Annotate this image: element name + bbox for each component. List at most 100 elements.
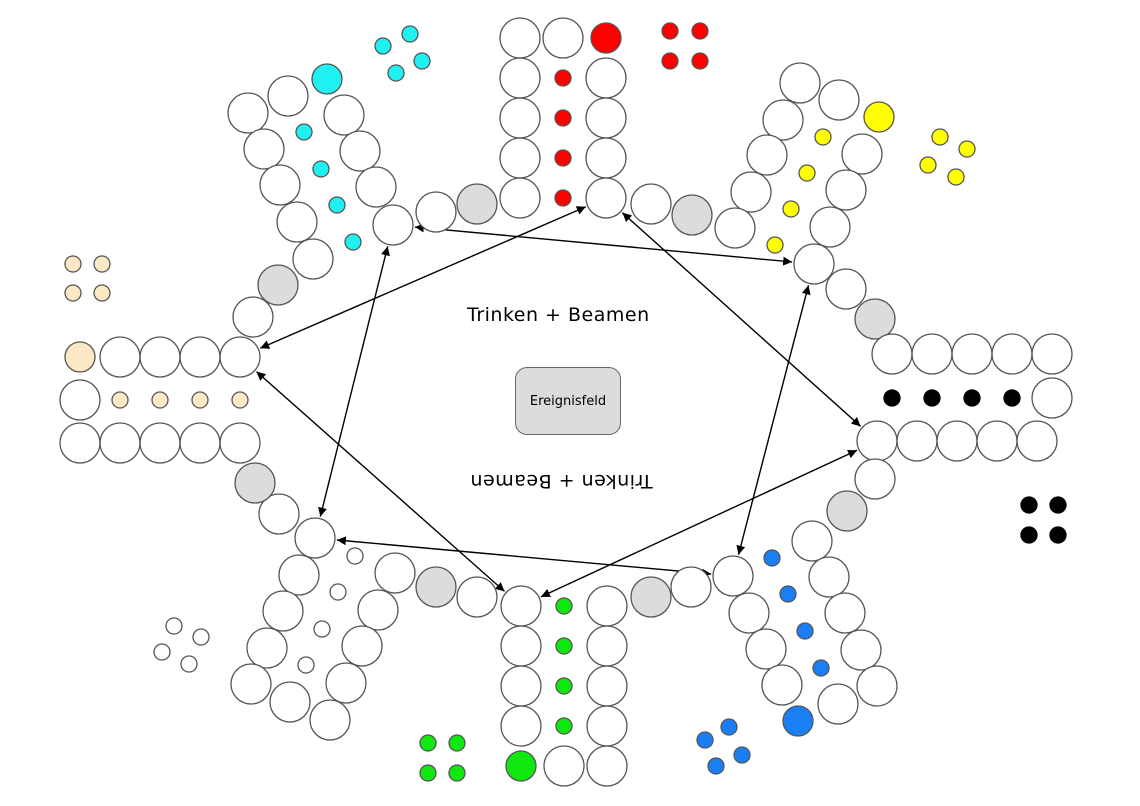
track-field[interactable]: [341, 625, 383, 667]
black-home-piece[interactable]: [923, 389, 941, 407]
event-field[interactable]: Ereignisfeld: [515, 367, 621, 435]
track-field[interactable]: [854, 458, 896, 500]
track-field[interactable]: [856, 420, 898, 462]
track-field[interactable]: [714, 207, 756, 249]
track-field[interactable]: [1031, 377, 1073, 419]
track-field[interactable]: [59, 422, 101, 464]
cyan-home-piece[interactable]: [344, 233, 362, 251]
black-home-piece[interactable]: [1003, 389, 1021, 407]
track-field[interactable]: [586, 625, 628, 667]
track-field[interactable]: [500, 705, 542, 747]
yellow-start-piece[interactable]: [947, 168, 965, 186]
black-home-piece[interactable]: [883, 389, 901, 407]
green-home-piece[interactable]: [555, 597, 573, 615]
track-field[interactable]: [499, 177, 541, 219]
track-field[interactable]: [586, 705, 628, 747]
track-field[interactable]: [99, 336, 141, 378]
cyan-start-piece[interactable]: [401, 25, 419, 43]
red-start-piece[interactable]: [661, 52, 679, 70]
track-field[interactable]: [793, 243, 835, 285]
red-home-piece[interactable]: [554, 109, 572, 127]
cyan-start-piece[interactable]: [413, 52, 431, 70]
cyan-home-piece[interactable]: [312, 160, 330, 178]
green-home-piece[interactable]: [555, 677, 573, 695]
track-field[interactable]: [499, 97, 541, 139]
blue-home-piece[interactable]: [796, 622, 814, 640]
track-field[interactable]: [779, 62, 821, 104]
yellow-start-piece[interactable]: [931, 128, 949, 146]
track-field[interactable]: [585, 97, 627, 139]
track-field[interactable]: [542, 17, 584, 59]
special-field[interactable]: [826, 490, 868, 532]
track-field[interactable]: [825, 268, 867, 310]
track-field[interactable]: [276, 201, 318, 243]
blue-start-piece[interactable]: [720, 718, 738, 736]
white-home-piece[interactable]: [346, 547, 364, 565]
track-field[interactable]: [278, 554, 320, 596]
track-field[interactable]: [712, 555, 754, 597]
beige-start-piece[interactable]: [64, 255, 82, 273]
red-start-piece[interactable]: [661, 22, 679, 40]
track-field[interactable]: [269, 681, 311, 723]
blue-entry-piece[interactable]: [782, 705, 814, 737]
track-field[interactable]: [543, 745, 585, 787]
blue-home-piece[interactable]: [779, 585, 797, 603]
track-field[interactable]: [219, 422, 261, 464]
special-field[interactable]: [630, 576, 672, 618]
track-field[interactable]: [259, 164, 301, 206]
track-field[interactable]: [856, 665, 898, 707]
track-field[interactable]: [762, 99, 804, 141]
track-field[interactable]: [871, 333, 913, 375]
special-field[interactable]: [234, 462, 276, 504]
track-field[interactable]: [500, 625, 542, 667]
track-field[interactable]: [179, 422, 221, 464]
white-start-piece[interactable]: [180, 655, 198, 673]
track-field[interactable]: [1031, 333, 1073, 375]
track-field[interactable]: [309, 699, 351, 741]
track-field[interactable]: [499, 17, 541, 59]
blue-start-piece[interactable]: [733, 746, 751, 764]
track-field[interactable]: [246, 627, 288, 669]
track-field[interactable]: [841, 133, 883, 175]
track-field[interactable]: [1016, 420, 1058, 462]
track-field[interactable]: [586, 745, 628, 787]
track-field[interactable]: [840, 629, 882, 671]
track-field[interactable]: [230, 663, 272, 705]
black-start-piece[interactable]: [1020, 496, 1038, 514]
track-field[interactable]: [585, 137, 627, 179]
track-field[interactable]: [500, 665, 542, 707]
track-field[interactable]: [817, 683, 859, 725]
track-field[interactable]: [586, 585, 628, 627]
green-start-piece[interactable]: [448, 764, 466, 782]
yellow-home-piece[interactable]: [814, 128, 832, 146]
track-field[interactable]: [500, 585, 542, 627]
black-start-piece[interactable]: [1049, 496, 1067, 514]
white-home-piece[interactable]: [297, 656, 315, 674]
yellow-home-piece[interactable]: [766, 236, 784, 254]
cyan-entry-piece[interactable]: [311, 63, 343, 95]
track-field[interactable]: [139, 422, 181, 464]
black-home-piece[interactable]: [963, 389, 981, 407]
track-field[interactable]: [232, 296, 274, 338]
track-field[interactable]: [339, 130, 381, 172]
special-field[interactable]: [415, 566, 457, 608]
beige-home-piece[interactable]: [191, 391, 209, 409]
special-field[interactable]: [854, 298, 896, 340]
yellow-home-piece[interactable]: [798, 164, 816, 182]
track-field[interactable]: [586, 665, 628, 707]
white-home-piece[interactable]: [313, 620, 331, 638]
white-start-piece[interactable]: [165, 617, 183, 635]
track-field[interactable]: [499, 57, 541, 99]
black-start-piece[interactable]: [1020, 526, 1038, 544]
cyan-start-piece[interactable]: [374, 37, 392, 55]
track-field[interactable]: [670, 566, 712, 608]
black-start-piece[interactable]: [1049, 526, 1067, 544]
track-field[interactable]: [59, 379, 101, 421]
blue-start-piece[interactable]: [696, 731, 714, 749]
track-field[interactable]: [824, 592, 866, 634]
red-entry-piece[interactable]: [590, 22, 622, 54]
red-home-piece[interactable]: [554, 149, 572, 167]
track-field[interactable]: [976, 420, 1018, 462]
green-start-piece[interactable]: [419, 734, 437, 752]
track-field[interactable]: [323, 94, 365, 136]
